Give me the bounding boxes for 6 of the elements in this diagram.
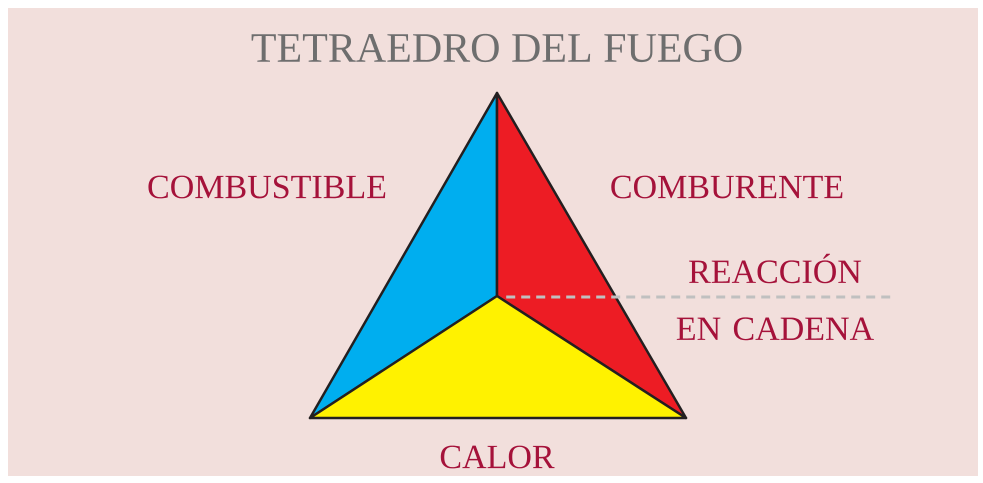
face-label: COMBUSTIBLE	[148, 176, 386, 198]
label-text: REACCIÓN EN CADENA	[676, 254, 874, 340]
face-label: COMBURENTE	[611, 176, 842, 198]
title: TETRAEDRO DEL FUEGO	[252, 34, 742, 62]
leader-line	[505, 296, 890, 298]
face-label: CALOR	[440, 446, 555, 468]
